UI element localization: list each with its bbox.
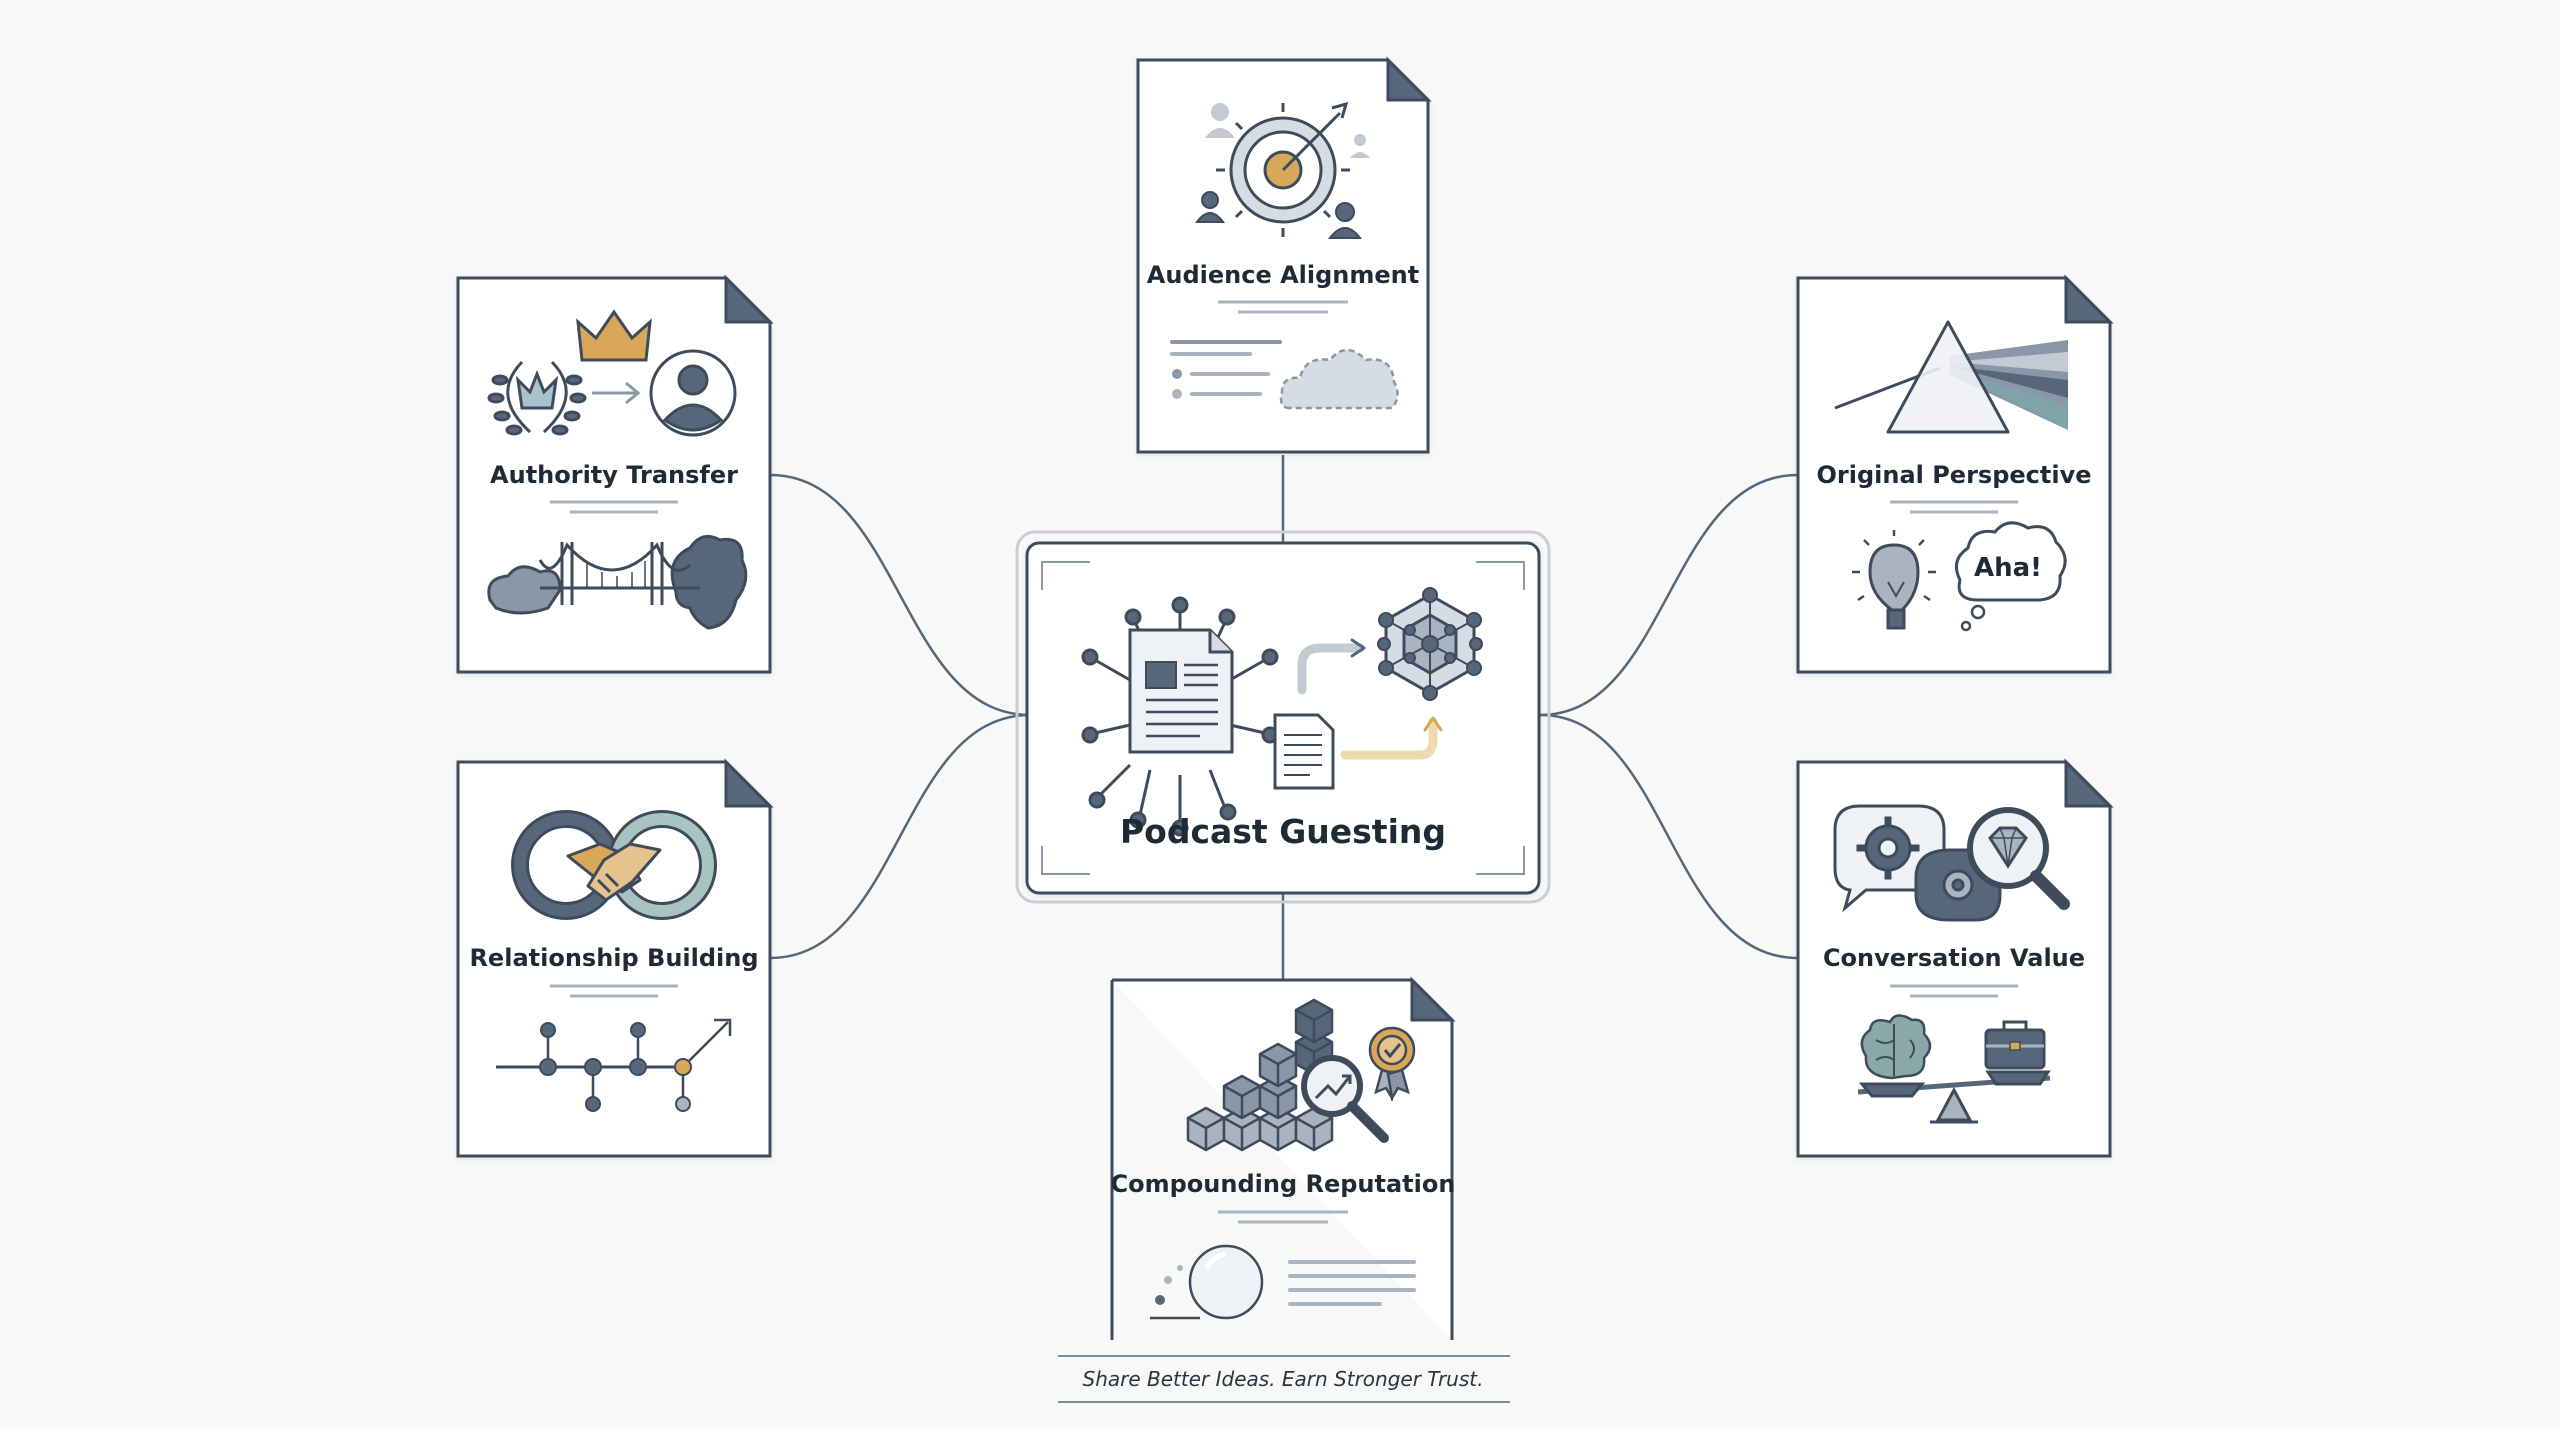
briefcase-icon [1984,1020,2046,1070]
brain-icon [1860,1014,1932,1080]
corner-brackets [1041,561,1525,875]
center-card[interactable]: Podcast Guesting [1015,530,1551,904]
perspective-label: Original Perspective [1816,461,2091,489]
growth-timeline-icon [496,1018,732,1112]
laurel-crown-icon [487,360,587,436]
network-document-icon [1081,596,1279,837]
tagline: Share Better Ideas. Earn Stronger Trust. [1083,1367,1484,1391]
connector-perspective [1539,473,1799,717]
audience-label: Audience Alignment [1147,261,1419,289]
reputation-label: Compounding Reputation [1111,1170,1456,1198]
knowledge-graph-icon [1377,587,1483,701]
label-underline [1890,500,2018,514]
connector-conversation [1539,713,1799,960]
award-badge-icon [1368,1026,1416,1102]
text-lines-icon [1288,1260,1416,1306]
card-compounding-reputation[interactable]: Compounding Reputation [1110,976,1456,1340]
authority-label: Authority Transfer [490,461,738,489]
card-conversation-value[interactable]: Conversation Value [1796,758,2114,1158]
prism-icon [1834,320,2068,434]
card-original-perspective[interactable]: Original Perspective Aha! [1796,274,2114,674]
magnifier-diamond-icon [1967,807,2070,910]
center-label: Podcast Guesting [1120,812,1446,851]
text-lines-icon [1170,340,1282,399]
target-icon [1216,101,1350,237]
lightbulb-icon [1852,530,1936,630]
label-underline [550,500,678,514]
bridge-icon [487,534,748,630]
balance-scale-icon [1857,1070,2051,1124]
cloud-icon [1279,348,1399,410]
connector-authority [769,473,1031,717]
person-avatar-icon [649,349,737,437]
arrow-right-icon [592,381,641,405]
tagline-block: Share Better Ideas. Earn Stronger Trust. [1058,1355,1510,1403]
card-authority-transfer[interactable]: Authority Transfer [456,274,774,674]
aha-thought-bubble: Aha! [1954,521,2067,632]
crystal-ball-icon [1150,1244,1264,1320]
label-underline [1890,984,2018,998]
aha-text: Aha! [1974,553,2042,583]
gold-crown-icon [576,309,652,362]
relationship-label: Relationship Building [469,944,758,972]
label-underline [550,984,678,998]
card-relationship-building[interactable]: Relationship Building [456,758,774,1158]
small-document-icon [1273,713,1335,790]
label-underline [1218,1210,1348,1224]
label-underline [1218,300,1348,314]
connectors [769,455,1799,980]
transform-arrows-icon [1297,638,1443,760]
connector-relationship [769,713,1031,960]
conversation-label: Conversation Value [1823,944,2085,972]
person-icons [1195,103,1370,239]
handshake-icon [566,842,662,902]
card-audience-alignment[interactable]: Audience Alignment [1136,56,1432,454]
magnifier-growth-icon [1301,1055,1389,1143]
